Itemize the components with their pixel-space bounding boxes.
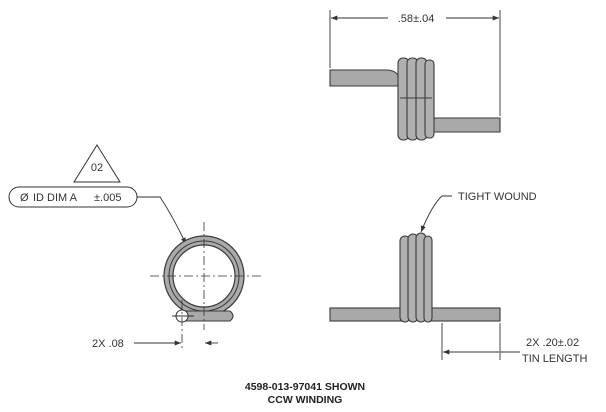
tight-wound-note: TIGHT WOUND [458, 191, 537, 203]
ring-leg-tab [179, 310, 234, 322]
winding-title: CCW WINDING [268, 394, 343, 406]
id-callout-tolerance: ±.005 [94, 192, 121, 204]
id-callout-symbol: Ø [20, 192, 29, 204]
title-block: 4598-013-97041 SHOWN CCW WINDING [245, 381, 365, 406]
front-right-leg [427, 307, 501, 322]
top-coil-4 [424, 59, 435, 139]
leg-offset-dim: 2X .08 [92, 338, 124, 350]
end-view: 02 Ø ID DIM A ±.005 2X .08 [8, 144, 262, 350]
tight-wound-leader [420, 195, 452, 233]
bottom-front-view: TIGHT WOUND 2X .20±.02 TIN LENGTH [329, 191, 587, 365]
front-coil-4 [423, 235, 433, 323]
revision-flag-triangle [73, 144, 121, 183]
front-left-leg [329, 307, 407, 322]
part-shown-title: 4598-013-97041 SHOWN [245, 381, 365, 393]
id-callout-text: ID DIM A [33, 192, 78, 204]
revision-flag-number: 02 [91, 162, 103, 174]
top-side-view: .58±.04 [329, 10, 501, 141]
overall-length-dim: .58±.04 [398, 13, 435, 25]
tin-length-label: TIN LENGTH [522, 353, 587, 365]
id-callout-leader [137, 196, 187, 245]
top-left-leg [329, 69, 401, 87]
top-right-leg [429, 117, 501, 133]
tin-length-value: 2X .20±.02 [526, 337, 579, 349]
